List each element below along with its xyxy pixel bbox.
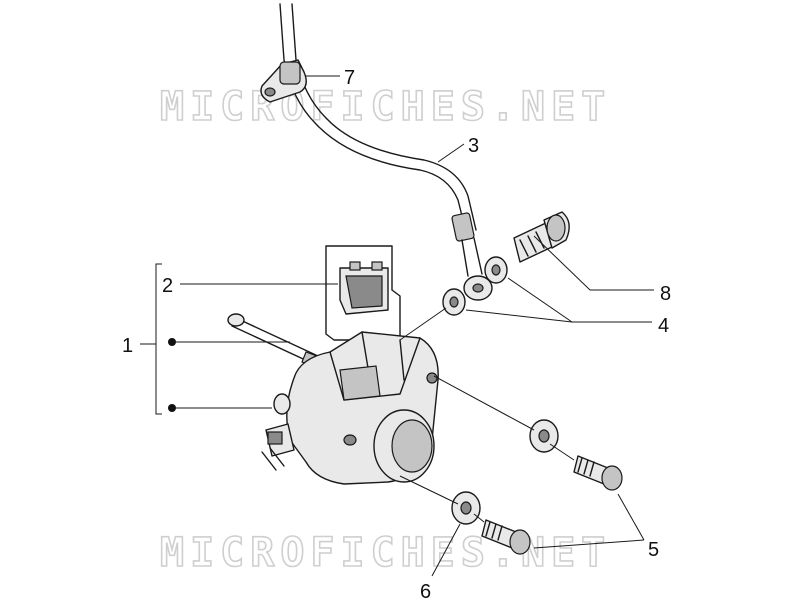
brake-pads: [325, 245, 401, 341]
callout-2: 2: [162, 275, 173, 297]
group-bracket-1: [140, 263, 290, 415]
watermark-top: MICROFICHES.NET: [160, 84, 611, 130]
callout-3: 3: [468, 135, 479, 157]
callout-7: 7: [344, 67, 355, 89]
hose-ferrule: [451, 212, 475, 242]
leader-lines: [180, 75, 654, 577]
callout-5: 5: [648, 539, 659, 561]
caliper-screws: [481, 455, 623, 555]
brake-hose: [279, 3, 493, 301]
brake-caliper: [261, 331, 439, 485]
bullet-pin: [168, 338, 176, 346]
assembly-axis-lines: [399, 307, 575, 523]
callout-4: 4: [658, 315, 669, 337]
watermark-bottom: MICROFICHES.NET: [160, 530, 611, 576]
hose-clamp: [260, 59, 307, 103]
callout-6: 6: [420, 581, 431, 600]
callout-1: 1: [122, 335, 133, 357]
callout-8: 8: [660, 283, 671, 305]
washers-lower: [451, 419, 559, 525]
banjo-bolt: [513, 211, 570, 263]
sealing-washers-upper: [442, 256, 508, 316]
bullet-caliper: [168, 404, 176, 412]
